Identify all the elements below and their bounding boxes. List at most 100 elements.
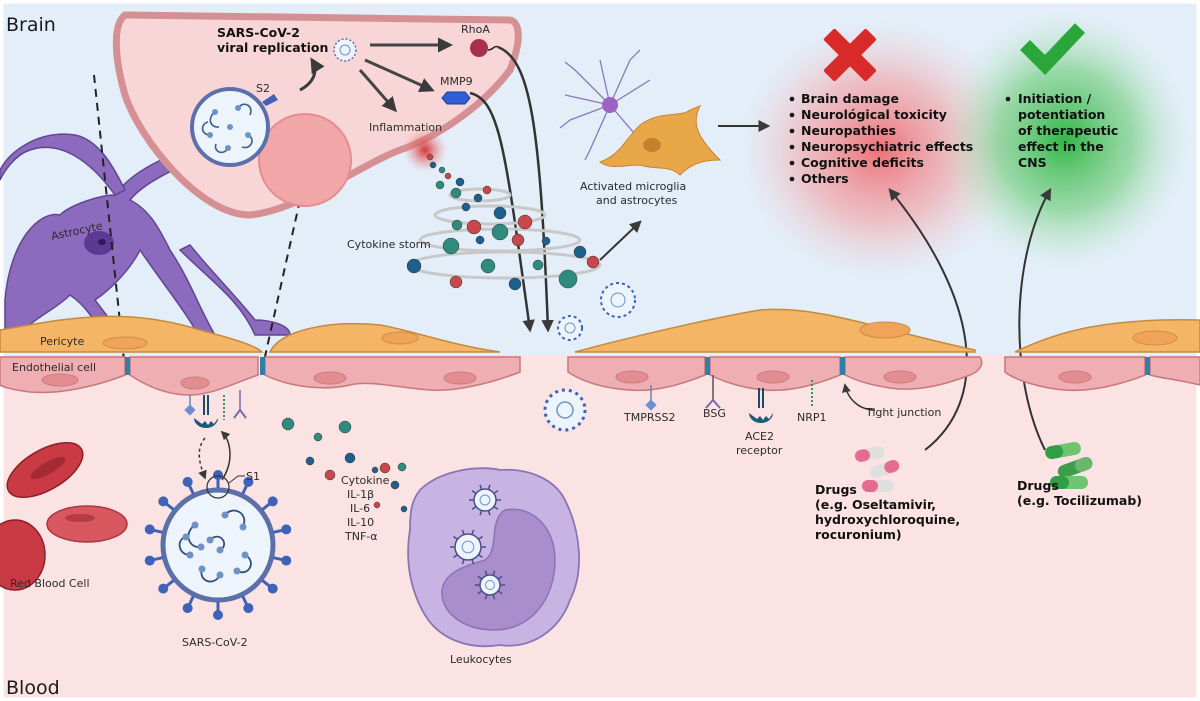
red-blood-cells xyxy=(0,442,128,591)
drugs-example-line: rocuronium) xyxy=(815,527,902,542)
rbc-label: Red Blood Cell xyxy=(10,577,90,590)
endothelial-nucleus xyxy=(615,370,649,384)
neuron-title-line2: viral replication xyxy=(217,40,328,55)
tmprss2-label: TMPRSS2 xyxy=(623,411,675,424)
beneficial-drugs-label: Drugs(e.g. Tocilizumab) xyxy=(1017,478,1142,508)
leukocytes-label: Leukocytes xyxy=(450,653,512,666)
cytokine-dot xyxy=(344,452,356,464)
cytokine-dot xyxy=(444,172,452,180)
ace2-label-line1: ACE2 xyxy=(745,430,774,443)
s1-pointer xyxy=(228,475,245,484)
harmful-drugs-pills-icon xyxy=(854,446,900,492)
arrow-storm-to-microglia xyxy=(599,220,642,261)
endothelial-nucleus xyxy=(883,370,917,384)
pericyte-nucleus xyxy=(381,331,419,345)
cytokine-dot xyxy=(482,185,492,195)
activated-cells-label-line1: Activated microglia xyxy=(580,180,686,193)
cytokine-name: IL-10 xyxy=(347,516,374,529)
mmp9-icon xyxy=(441,91,471,105)
tight-junction xyxy=(1145,357,1150,375)
cytokine-dot xyxy=(491,223,509,241)
mmp9-label: MMP9 xyxy=(440,75,473,88)
sars-cov-2-virus xyxy=(144,470,292,620)
brain-virus-2 xyxy=(557,315,583,341)
cytokine-dot xyxy=(473,193,483,203)
cytokine-storm xyxy=(406,153,602,291)
rhoa-icon xyxy=(470,39,499,57)
cytokine-name: Cytokine xyxy=(341,474,390,487)
ace2-icon xyxy=(194,418,218,428)
neuron-nucleus xyxy=(258,113,352,207)
arrow-beneficial-drugs-to-outcomes xyxy=(1018,187,1052,451)
tight-junction xyxy=(125,357,130,375)
bullet-icon xyxy=(789,128,795,134)
cytokine-dot xyxy=(281,417,295,431)
bsg-icon xyxy=(705,398,721,409)
engulfed-virus-icon xyxy=(450,529,486,565)
cytokine-dot xyxy=(442,237,460,255)
cytokine-dot xyxy=(373,501,381,509)
spike-protein-head xyxy=(182,476,193,487)
inflammation-spot xyxy=(403,128,447,172)
harmful-drugs-label: Drugs(e.g. Oseltamivir,hydroxychloroquin… xyxy=(815,482,960,542)
cytokine-name: TNF-α xyxy=(344,530,378,543)
beneficial-outcome-line: of therapeutic xyxy=(1018,123,1118,138)
tmprss2-icon xyxy=(184,404,196,416)
harmful-outcome-item: Neuropathies xyxy=(801,123,896,138)
cytokine-dot xyxy=(390,480,400,490)
rna-bead xyxy=(216,546,224,554)
cytokine-dot xyxy=(324,469,336,481)
bsg-icon xyxy=(233,408,247,419)
check-icon xyxy=(1020,23,1086,76)
tight-junction-label: Tight junction xyxy=(865,406,941,419)
cytokine-dot xyxy=(429,161,437,169)
harmful-glow xyxy=(740,20,1020,280)
s2-spike-icon xyxy=(262,94,278,106)
rna-bead xyxy=(182,533,190,541)
endothelial-nucleus xyxy=(443,371,477,385)
spike-protein-head xyxy=(213,610,223,620)
blood-region-label: Blood xyxy=(6,677,60,699)
activated-astrocyte-icon xyxy=(598,105,722,176)
arrow-s1-binding xyxy=(220,430,231,481)
s1-label: S1 xyxy=(246,470,260,483)
brain-region-label: Brain xyxy=(6,14,56,36)
cytokine-dot xyxy=(451,219,463,231)
harmful-outcome-item: Others xyxy=(801,171,849,186)
rna-bead xyxy=(239,523,247,531)
spike-protein-head xyxy=(182,603,193,614)
spike-protein-head xyxy=(144,555,155,566)
beneficial-outcome-line: Initiation / xyxy=(1018,91,1092,106)
cytokine-dot xyxy=(455,177,465,187)
beneficial-outcome-line: CNS xyxy=(1018,155,1047,170)
cytokine-dot xyxy=(511,233,525,247)
cytokine-dot xyxy=(517,214,533,230)
spike-protein-head xyxy=(281,524,292,535)
arrow-rhoa-to-bbb xyxy=(497,45,554,333)
cytokine-dot xyxy=(532,259,544,271)
bullet-icon xyxy=(1005,96,1011,102)
activated-cells-label-line2: and astrocytes xyxy=(596,194,678,207)
cytokine-dot xyxy=(438,166,446,174)
replicated-virus-icon xyxy=(333,38,357,62)
arrow-harmful-drugs-to-outcomes xyxy=(888,188,968,451)
cytokine-name: IL-1β xyxy=(347,488,374,501)
pericyte-nucleus xyxy=(1132,330,1178,346)
nrp1-label: NRP1 xyxy=(797,411,827,424)
rna-bead xyxy=(197,543,205,551)
endothelial-nucleus xyxy=(313,371,347,385)
arrow-to-inflammation xyxy=(358,69,397,113)
beneficial-drugs-pills-icon xyxy=(1045,441,1093,489)
spike-protein-head xyxy=(243,603,254,614)
spike-protein-head xyxy=(158,496,169,507)
endothelial-nucleus xyxy=(1058,370,1092,384)
arrow-s1-approach xyxy=(198,437,207,480)
cytokine-dot xyxy=(426,153,434,161)
sars-cov-2-label: SARS-CoV-2 xyxy=(182,636,248,649)
virus-entering-neuron xyxy=(190,87,278,167)
cytokine-dot xyxy=(466,219,482,235)
cytokine-dot xyxy=(508,277,522,291)
